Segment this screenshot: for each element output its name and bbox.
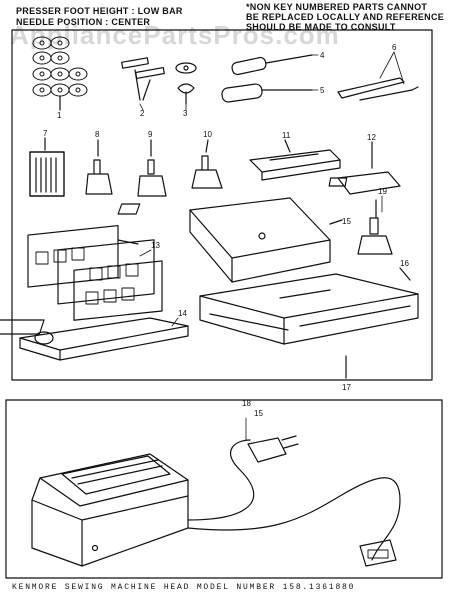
callout-18: 18 <box>242 399 251 408</box>
callout-2: 2 <box>140 109 145 118</box>
seam-ripper-brush <box>337 77 419 101</box>
pattern-cams <box>27 224 163 321</box>
header-note-line3: SHOULD BE MADE TO CONSULT <box>246 22 396 32</box>
header-presser-foot: PRESSER FOOT HEIGHT : LOW BAR <box>16 6 183 16</box>
header-needle-position: NEEDLE POSITION : CENTER <box>16 17 151 27</box>
callout-15-foot: 15 <box>254 409 263 418</box>
callout-9: 9 <box>148 130 153 139</box>
spool-holders <box>175 62 197 105</box>
header-note-line1: *NON KEY NUMBERED PARTS CANNOT <box>246 2 428 12</box>
power-cord <box>187 435 401 567</box>
callout-14: 14 <box>178 309 187 318</box>
callout-13: 13 <box>151 241 160 250</box>
callout-1: 1 <box>57 111 62 120</box>
callout-17: 17 <box>342 383 351 392</box>
callout-4: 4 <box>320 51 325 60</box>
accessories-frame <box>11 29 433 381</box>
bobbins <box>32 36 88 111</box>
needle-plate <box>328 141 401 195</box>
header-note-line2: BE REPLACED LOCALLY AND REFERENCE <box>246 12 445 22</box>
foot-control-frame <box>5 399 443 579</box>
callout-19: 19 <box>378 187 387 196</box>
extension-table <box>117 197 343 283</box>
needle-pack <box>29 137 65 197</box>
watermark: AppliancePartsPros.com <box>10 20 340 50</box>
leader-lines <box>139 51 405 441</box>
ruffler-foot <box>357 199 393 255</box>
callout-12: 12 <box>367 133 376 142</box>
foot-control <box>31 453 189 567</box>
callout-3: 3 <box>183 109 188 118</box>
cam-tray <box>0 317 189 361</box>
screwdrivers <box>221 54 313 103</box>
callout-7: 7 <box>43 129 48 138</box>
presser-feet <box>85 139 223 197</box>
callout-10: 10 <box>203 130 212 139</box>
callout-16: 16 <box>400 259 409 268</box>
callout-8: 8 <box>95 130 100 139</box>
callout-15: 15 <box>342 217 351 226</box>
callout-11: 11 <box>282 131 291 140</box>
accessory-box <box>199 267 419 345</box>
model-footer: KENMORE SEWING MACHINE HEAD MODEL NUMBER… <box>12 583 356 592</box>
callout-5: 5 <box>320 86 325 95</box>
buttonhole-foot <box>249 139 341 181</box>
spool-pins <box>121 57 165 101</box>
callout-6: 6 <box>392 43 397 52</box>
